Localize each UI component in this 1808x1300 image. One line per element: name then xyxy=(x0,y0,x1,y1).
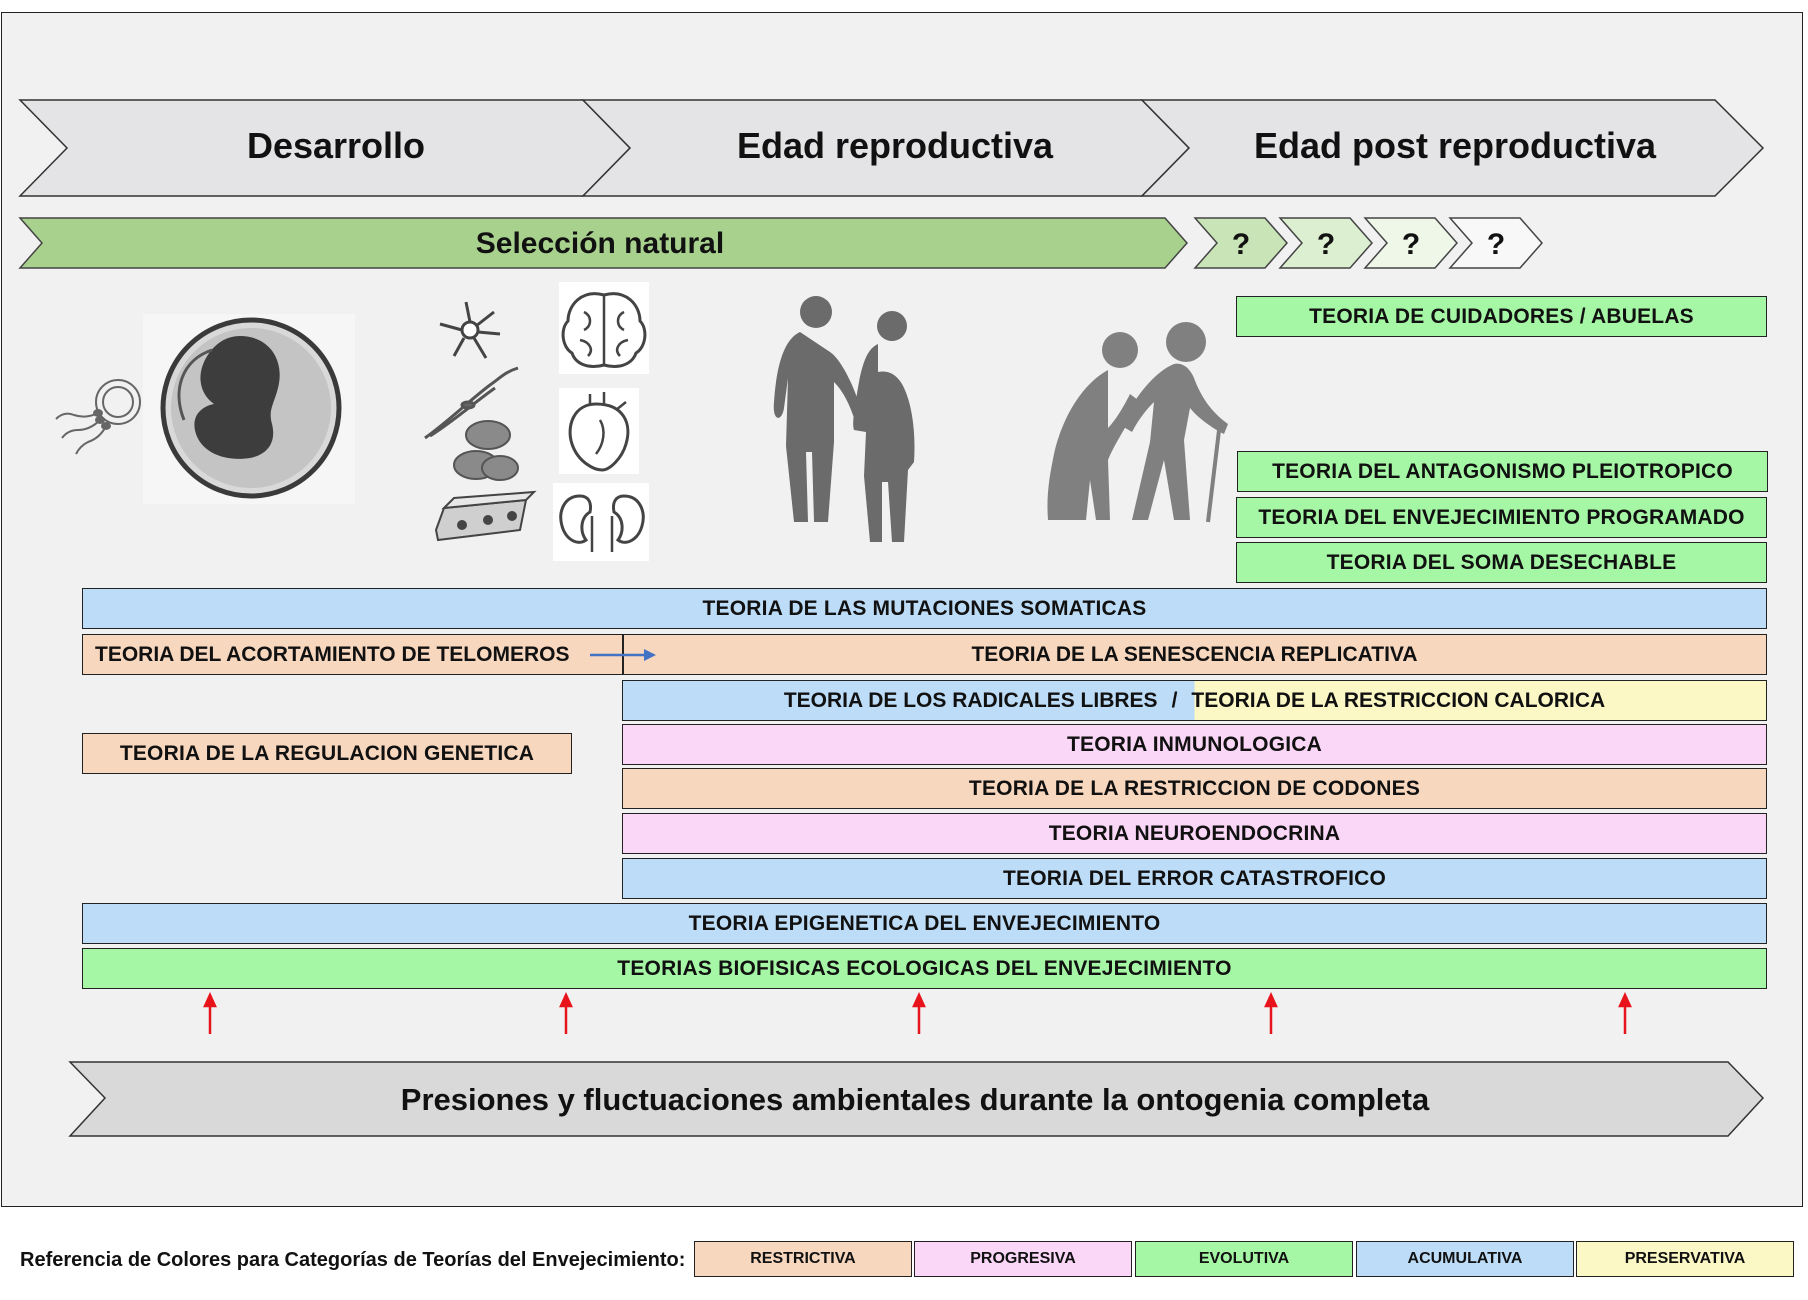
theory-antagonismo: TEORIA DEL ANTAGONISMO PLEIOTROPICO xyxy=(1237,451,1768,492)
theory-soma-label: TEORIA DEL SOMA DESECHABLE xyxy=(1326,550,1677,574)
heart-icon xyxy=(559,388,639,474)
stage-label-desarrollo: Desarrollo xyxy=(247,125,425,166)
legend-evolutiva-label: EVOLUTIVA xyxy=(1198,1250,1290,1267)
theory-biofisicas: TEORIAS BIOFISICAS ECOLOGICAS DEL ENVEJE… xyxy=(82,948,1767,989)
unknown-mark-3: ? xyxy=(1402,228,1420,261)
unknown-mark-2: ? xyxy=(1317,228,1335,261)
stage-chevrons: Desarrollo Edad reproductiva Edad post r… xyxy=(18,99,1765,269)
theory-mutaciones-label: TEORIA DE LAS MUTACIONES SOMATICAS xyxy=(702,596,1147,620)
theory-programado-label: TEORIA DEL ENVEJECIMIENTO PROGRAMADO xyxy=(1258,505,1745,529)
stage-label-post: Edad post reproductiva xyxy=(1254,125,1657,166)
theory-neuroendocrina: TEORIA NEUROENDOCRINA xyxy=(622,813,1767,854)
pressures-label: Presiones y fluctuaciones ambientales du… xyxy=(401,1082,1430,1117)
pressure-arrow-icon xyxy=(1618,991,1632,1034)
legend-progresiva: PROGRESIVA xyxy=(914,1241,1132,1277)
theory-programado: TEORIA DEL ENVEJECIMIENTO PROGRAMADO xyxy=(1236,497,1767,538)
fetus-icon xyxy=(143,314,355,504)
illustrations xyxy=(55,282,1228,561)
pressure-arrow-icon xyxy=(203,991,217,1034)
unknown-chevron-4 xyxy=(1448,217,1543,269)
theory-telomeros-senescencia xyxy=(82,634,1767,675)
neuron-icon xyxy=(439,301,501,359)
theory-neuroendocrina-label: TEORIA NEUROENDOCRINA xyxy=(1048,821,1341,845)
pressures-chevron xyxy=(68,1061,1765,1137)
red-blood-cells-icon xyxy=(453,420,519,481)
theory-cuidadores-label: TEORIA DE CUIDADORES / ABUELAS xyxy=(1309,304,1694,328)
theory-regulacion: TEORIA DE LA REGULACION GENETICA xyxy=(82,733,572,774)
unknown-mark-4: ? xyxy=(1487,228,1505,261)
theory-codones: TEORIA DE LA RESTRICCION DE CODONES xyxy=(622,768,1767,809)
legend-acumulativa-label: ACUMULATIVA xyxy=(1407,1250,1523,1267)
legend-restrictiva: RESTRICTIVA xyxy=(694,1241,912,1277)
unknown-chevron-1 xyxy=(1193,217,1288,269)
theory-senescencia-label: TEORIA DE LA SENESCENCIA REPLICATIVA xyxy=(971,642,1418,666)
theory-calorica-label: TEORIA DE LA RESTRICCION CALORICA xyxy=(1191,688,1606,712)
selection-label: Selección natural xyxy=(476,227,724,260)
theory-separator: / xyxy=(1171,688,1178,712)
tissue-icon xyxy=(434,490,537,542)
pressures-area: Presiones y fluctuaciones ambientales du… xyxy=(68,991,1765,1137)
brain-icon xyxy=(559,282,649,374)
unknown-chevron-3 xyxy=(1363,217,1458,269)
legend-evolutiva: EVOLUTIVA xyxy=(1135,1241,1353,1277)
sperm-egg-icon xyxy=(55,379,141,455)
theory-soma: TEORIA DEL SOMA DESECHABLE xyxy=(1236,542,1767,583)
theory-biofisicas-label: TEORIAS BIOFISICAS ECOLOGICAS DEL ENVEJE… xyxy=(617,956,1232,980)
theory-mutaciones: TEORIA DE LAS MUTACIONES SOMATICAS xyxy=(82,588,1767,629)
theory-error: TEORIA DEL ERROR CATASTROFICO xyxy=(622,858,1767,899)
legend-preservativa: PRESERVATIVA xyxy=(1576,1241,1794,1277)
adult-couple-icon xyxy=(773,296,915,542)
theory-inmunologica: TEORIA INMUNOLOGICA xyxy=(622,724,1767,765)
theory-radicales-label: TEORIA DE LOS RADICALES LIBRES xyxy=(783,688,1158,712)
legend-preservativa-label: PRESERVATIVA xyxy=(1624,1250,1746,1267)
legend-restrictiva-label: RESTRICTIVA xyxy=(750,1250,856,1267)
muscle-fiber-icon xyxy=(424,366,519,440)
theory-epigenetica-label: TEORIA EPIGENETICA DEL ENVEJECIMIENTO xyxy=(688,911,1161,935)
unknown-chevron-2 xyxy=(1278,217,1373,269)
theory-epigenetica: TEORIA EPIGENETICA DEL ENVEJECIMIENTO xyxy=(82,903,1767,944)
theory-cuidadores: TEORIA DE CUIDADORES / ABUELAS xyxy=(1236,296,1767,337)
kidneys-icon xyxy=(553,483,649,561)
telomeros-arrow-icon xyxy=(590,649,656,661)
stage-chevron-post xyxy=(1140,99,1765,197)
pressure-arrow-icon xyxy=(912,991,926,1034)
theory-inmunologica-label: TEORIA INMUNOLOGICA xyxy=(1066,732,1322,756)
unknown-mark-1: ? xyxy=(1232,228,1250,261)
stage-label-reproductiva: Edad reproductiva xyxy=(737,125,1054,166)
theory-radicales-calorica: TEORIA DE LOS RADICALES LIBRES / TEORIA … xyxy=(622,680,1767,721)
theory-codones-label: TEORIA DE LA RESTRICCION DE CODONES xyxy=(968,776,1421,800)
selection-arrow xyxy=(18,217,1188,269)
pressure-arrow-icon xyxy=(559,991,573,1034)
theory-regulacion-label: TEORIA DE LA REGULACION GENETICA xyxy=(119,741,535,765)
theory-telomeros-label: TEORIA DEL ACORTAMIENTO DE TELOMEROS xyxy=(95,642,570,666)
legend-progresiva-label: PROGRESIVA xyxy=(970,1250,1076,1267)
theory-antagonismo-label: TEORIA DEL ANTAGONISMO PLEIOTROPICO xyxy=(1272,459,1733,483)
theory-error-label: TEORIA DEL ERROR CATASTROFICO xyxy=(1002,866,1387,890)
legend-label: Referencia de Colores para Categorías de… xyxy=(20,1249,686,1271)
elderly-couple-icon xyxy=(1047,322,1228,523)
pressure-arrow-icon xyxy=(1264,991,1278,1034)
legend-acumulativa: ACUMULATIVA xyxy=(1356,1241,1574,1277)
